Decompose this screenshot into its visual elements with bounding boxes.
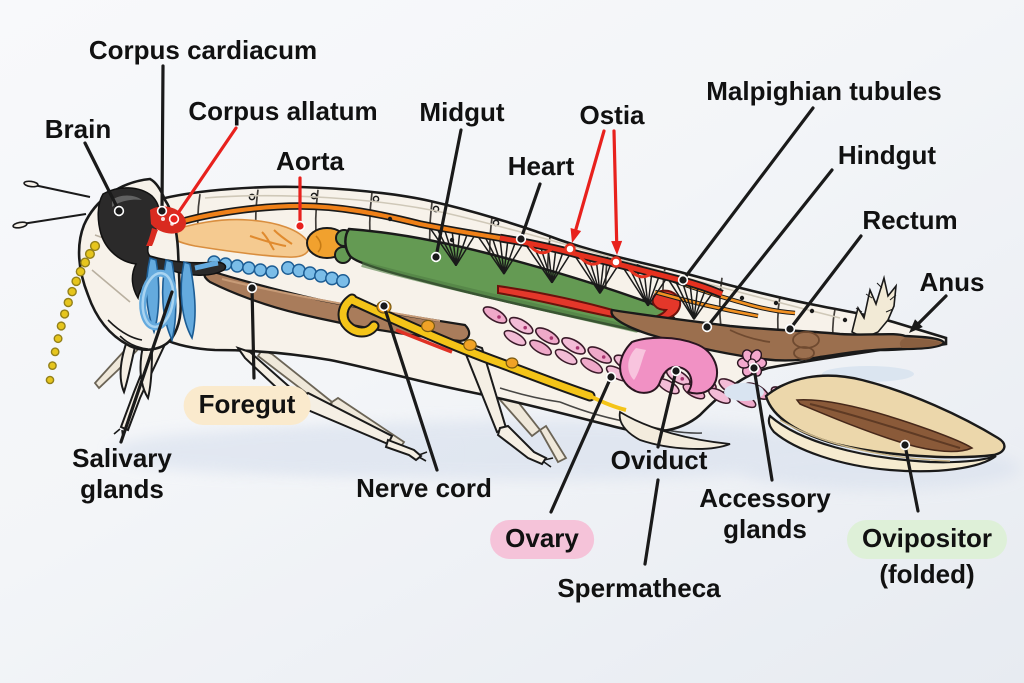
corpus-cardiacum-text: Corpus cardiacum bbox=[88, 35, 318, 65]
antennae bbox=[12, 180, 101, 385]
ovipositor-text: (folded) bbox=[879, 559, 975, 589]
leader-ovary bbox=[549, 371, 617, 514]
anus-text: Anus bbox=[919, 267, 985, 297]
leader-ostia-1 bbox=[570, 129, 606, 243]
label-spermatheca: Spermatheca bbox=[557, 573, 720, 604]
rectum-text: Rectum bbox=[862, 205, 958, 235]
beaded-antenna bbox=[45, 240, 101, 385]
ovary-badge: Ovary bbox=[490, 520, 594, 559]
leader-hindgut bbox=[701, 168, 834, 333]
spiracles bbox=[387, 216, 848, 323]
brain-text: Brain bbox=[44, 114, 112, 144]
foregut-badge: Foregut bbox=[183, 386, 311, 425]
oviduct-organ bbox=[619, 336, 718, 395]
subgenital-plate bbox=[618, 410, 731, 450]
leader-nerve-cord bbox=[378, 300, 439, 472]
foregut-highlight bbox=[221, 278, 441, 322]
leader-ovipositor bbox=[899, 439, 920, 513]
leader-ostia-2 bbox=[611, 129, 623, 255]
label-hindgut: Hindgut bbox=[838, 140, 936, 171]
label-rectum: Rectum bbox=[862, 205, 957, 236]
label-ostia: Ostia bbox=[579, 100, 644, 131]
salivary-glands-organ bbox=[139, 256, 219, 343]
label-midgut: Midgut bbox=[419, 97, 504, 128]
ovipositor-text: Ovipositor bbox=[846, 520, 1008, 559]
leader-salivary-glands bbox=[119, 290, 174, 444]
aorta-text: Aorta bbox=[276, 146, 344, 176]
leader-rectum bbox=[784, 234, 863, 335]
label-ovary: Ovary bbox=[490, 520, 594, 559]
nerve-cord-text: Nerve cord bbox=[356, 473, 492, 503]
leader-oviduct bbox=[656, 365, 682, 449]
label-nerve-cord: Nerve cord bbox=[356, 473, 492, 504]
foregut-text: Foregut bbox=[183, 386, 311, 425]
label-corpus-cardiacum: Corpus cardiacum bbox=[89, 35, 317, 66]
midgut-text: Midgut bbox=[419, 97, 505, 127]
label-corpus-allatum: Corpus allatum bbox=[188, 96, 377, 127]
ovary-text: Ovary bbox=[490, 520, 594, 559]
leader-spermatheca bbox=[643, 478, 660, 566]
heart-text: Heart bbox=[507, 151, 575, 181]
label-foregut: Foregut bbox=[183, 386, 311, 425]
label-oviduct: Oviduct bbox=[611, 445, 708, 476]
label-malpighian-tubules: Malpighian tubules bbox=[706, 76, 941, 107]
leader-brain bbox=[83, 141, 125, 217]
cercus bbox=[851, 274, 898, 339]
crop bbox=[167, 218, 310, 258]
salivary-glands-text: Salivary bbox=[72, 443, 172, 473]
leader-corpus-cardiacum bbox=[156, 64, 168, 217]
oviduct-text: Oviduct bbox=[610, 445, 708, 475]
label-aorta: Aorta bbox=[276, 146, 344, 177]
thoracic-glands bbox=[207, 255, 350, 288]
ovipositor-organ bbox=[724, 366, 1006, 473]
hindgut-text: Hindgut bbox=[837, 140, 937, 170]
label-ovipositor: Ovipositor(folded) bbox=[846, 520, 1008, 590]
leader-aorta bbox=[294, 176, 306, 232]
ostia-openings bbox=[564, 243, 622, 268]
leader-heart bbox=[515, 182, 542, 245]
label-heart: Heart bbox=[508, 151, 574, 182]
leader-foregut bbox=[246, 282, 258, 380]
leader-malpighian-tubules bbox=[677, 106, 815, 286]
salivary-glands-text: glands bbox=[80, 474, 164, 504]
label-brain: Brain bbox=[45, 114, 111, 145]
ovipositor-badge: Ovipositor bbox=[846, 520, 1008, 559]
label-anus: Anus bbox=[920, 267, 985, 298]
leader-midgut bbox=[430, 128, 463, 263]
nerve-cord-organ bbox=[337, 293, 627, 412]
accessory-glands-text: Accessory bbox=[699, 483, 831, 513]
spermatheca-text: Spermatheca bbox=[557, 573, 721, 603]
malpighian-tubules-text: Malpighian tubules bbox=[706, 76, 942, 106]
leader-anus bbox=[909, 294, 948, 333]
leader-accessory-glands bbox=[748, 362, 774, 482]
leader-corpus-allatum bbox=[168, 126, 238, 225]
accessory-glands-text: glands bbox=[723, 514, 807, 544]
corpus-allatum-text: Corpus allatum bbox=[188, 96, 378, 126]
ostia-text: Ostia bbox=[579, 100, 645, 130]
